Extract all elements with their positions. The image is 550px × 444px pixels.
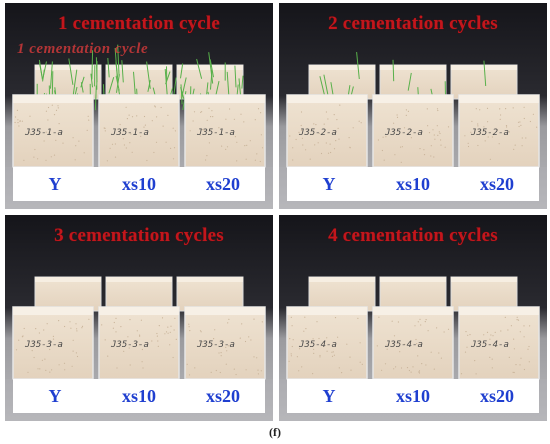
label-xs20: xs20 — [479, 173, 514, 194]
panel-cycle-2: J35-2-a J35-2-a J35-2-a 2 cementation cycl… — [279, 3, 547, 209]
panel-cycle-1: J35-1-a J35-1-a J35-1-a 1 cementation cycl… — [5, 3, 273, 209]
pot-label: J35-1-a — [24, 128, 63, 138]
label-xs20: xs20 — [479, 385, 514, 406]
pot-label: J35-4-a — [298, 340, 337, 350]
pot-label: J35-3-a — [110, 340, 149, 350]
figure-caption: (f) — [269, 425, 281, 439]
pot-label: J35-4-a — [384, 340, 423, 350]
pot-label: J35-2-a — [298, 128, 337, 138]
label-y: Y — [322, 385, 336, 406]
label-y: Y — [48, 385, 62, 406]
pot-label: J35-2-a — [384, 128, 423, 138]
label-strip: Y xs10 xs20 — [287, 379, 539, 413]
panel-cycle-3: J35-3-a J35-3-a J35-3-a 3 cementation cycl… — [5, 215, 273, 421]
label-xs20: xs20 — [205, 385, 240, 406]
label-xs10: xs10 — [121, 173, 156, 194]
panel-title: 3 cementation cycles — [54, 225, 224, 246]
panel-cycle-4: J35-4-a J35-4-a J35-4-a 4 cementation cycl… — [279, 215, 547, 421]
panel-title: 1 cementation cycle — [57, 13, 221, 34]
pot-label: J35-1-a — [196, 128, 235, 138]
label-y: Y — [322, 173, 336, 194]
label-y: Y — [48, 173, 62, 194]
label-strip: Y xs10 xs20 — [13, 379, 265, 413]
label-strip: Y xs10 xs20 — [287, 167, 539, 201]
pot-label: J35-4-a — [470, 340, 509, 350]
pot-label: J35-3-a — [196, 340, 235, 350]
pot-label: J35-2-a — [470, 128, 509, 138]
label-xs10: xs10 — [395, 173, 430, 194]
panel-title: 2 cementation cycles — [328, 13, 498, 34]
pot-label: J35-3-a — [24, 340, 63, 350]
label-xs10: xs10 — [121, 385, 156, 406]
label-strip: Y xs10 xs20 — [13, 167, 265, 201]
overlay-text: 1 cementation cycle — [17, 41, 149, 57]
label-xs10: xs10 — [395, 385, 430, 406]
panel-title: 4 cementation cycles — [328, 225, 498, 246]
label-xs20: xs20 — [205, 173, 240, 194]
pot-label: J35-1-a — [110, 128, 149, 138]
